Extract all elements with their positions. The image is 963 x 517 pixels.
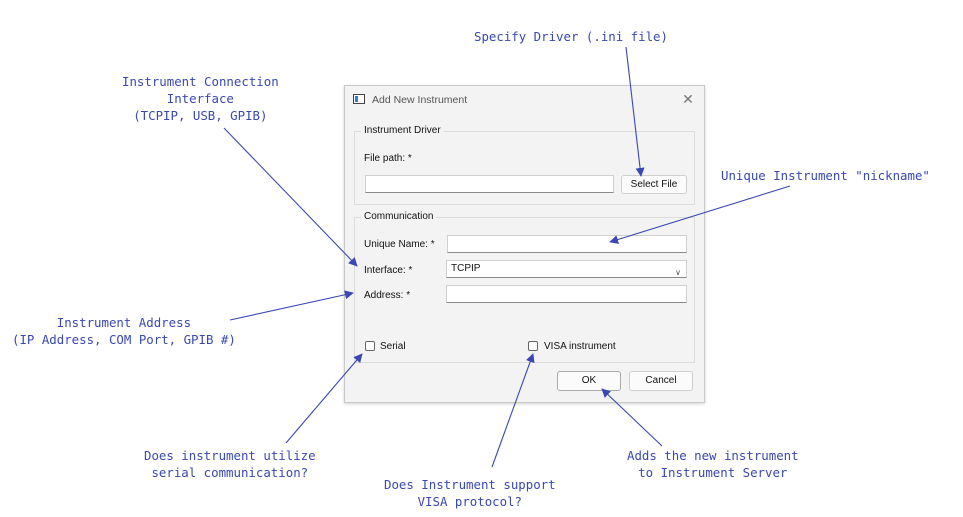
add-instrument-dialog: Add New Instrument ✕ Instrument Driver F…: [344, 85, 705, 403]
annotation-line: to Instrument Server: [638, 465, 788, 480]
annotation-line: Specify Driver (.ini file): [474, 29, 668, 44]
instrument-driver-group: Instrument Driver File path: * Select Fi…: [354, 125, 695, 205]
annotation-line: Does instrument utilize: [144, 448, 316, 463]
address-input[interactable]: [446, 285, 687, 303]
serial-label[interactable]: Serial: [380, 341, 406, 352]
cancel-button[interactable]: Cancel: [629, 371, 693, 391]
visa-checkbox[interactable]: [528, 341, 538, 351]
title-bar[interactable]: Add New Instrument ✕: [345, 86, 704, 114]
annotation-line: (TCPIP, USB, GPIB): [133, 108, 268, 123]
arrow-interface: [223, 127, 358, 267]
interface-selected-value: TCPIP: [451, 263, 481, 274]
arrow-address: [229, 290, 354, 321]
interface-select[interactable]: TCPIP ∨: [446, 260, 687, 278]
close-icon[interactable]: ✕: [682, 91, 694, 107]
annotation-ok: Adds the new instrument to Instrument Se…: [627, 447, 799, 481]
file-path-label: File path: *: [364, 153, 412, 164]
file-path-input[interactable]: [365, 175, 614, 193]
unique-name-label: Unique Name: *: [364, 239, 435, 250]
unique-name-input[interactable]: [447, 235, 687, 253]
annotation-nickname: Unique Instrument "nickname": [721, 167, 930, 184]
annotation-interface: Instrument Connection Interface (TCPIP, …: [122, 73, 279, 124]
ok-button[interactable]: OK: [557, 371, 621, 391]
annotation-line: VISA protocol?: [417, 494, 522, 509]
group-title-communication: Communication: [361, 211, 437, 222]
interface-label: Interface: *: [364, 265, 413, 276]
annotation-line: Unique Instrument "nickname": [721, 168, 930, 183]
annotation-serial: Does instrument utilize serial communica…: [144, 447, 316, 481]
annotation-address: Instrument Address (IP Address, COM Port…: [12, 314, 236, 348]
annotation-line: Adds the new instrument: [627, 448, 799, 463]
window-icon: [353, 94, 365, 104]
annotation-visa: Does Instrument support VISA protocol?: [384, 476, 556, 510]
annotation-line: Does Instrument support: [384, 477, 556, 492]
visa-label[interactable]: VISA instrument: [544, 341, 616, 352]
annotation-line: Instrument Address: [56, 315, 192, 330]
annotation-driver: Specify Driver (.ini file): [474, 28, 668, 45]
dialog-title: Add New Instrument: [372, 94, 468, 106]
select-file-button[interactable]: Select File: [621, 175, 687, 194]
chevron-down-icon: ∨: [675, 268, 681, 277]
annotation-line: Instrument Connection: [122, 74, 279, 89]
annotation-line: (IP Address, COM Port, GPIB #): [12, 332, 236, 347]
annotation-line: Interface: [166, 91, 234, 106]
group-title-driver: Instrument Driver: [361, 125, 444, 136]
serial-checkbox[interactable]: [365, 341, 375, 351]
annotation-line: serial communication?: [151, 465, 309, 480]
address-label: Address: *: [364, 290, 411, 301]
